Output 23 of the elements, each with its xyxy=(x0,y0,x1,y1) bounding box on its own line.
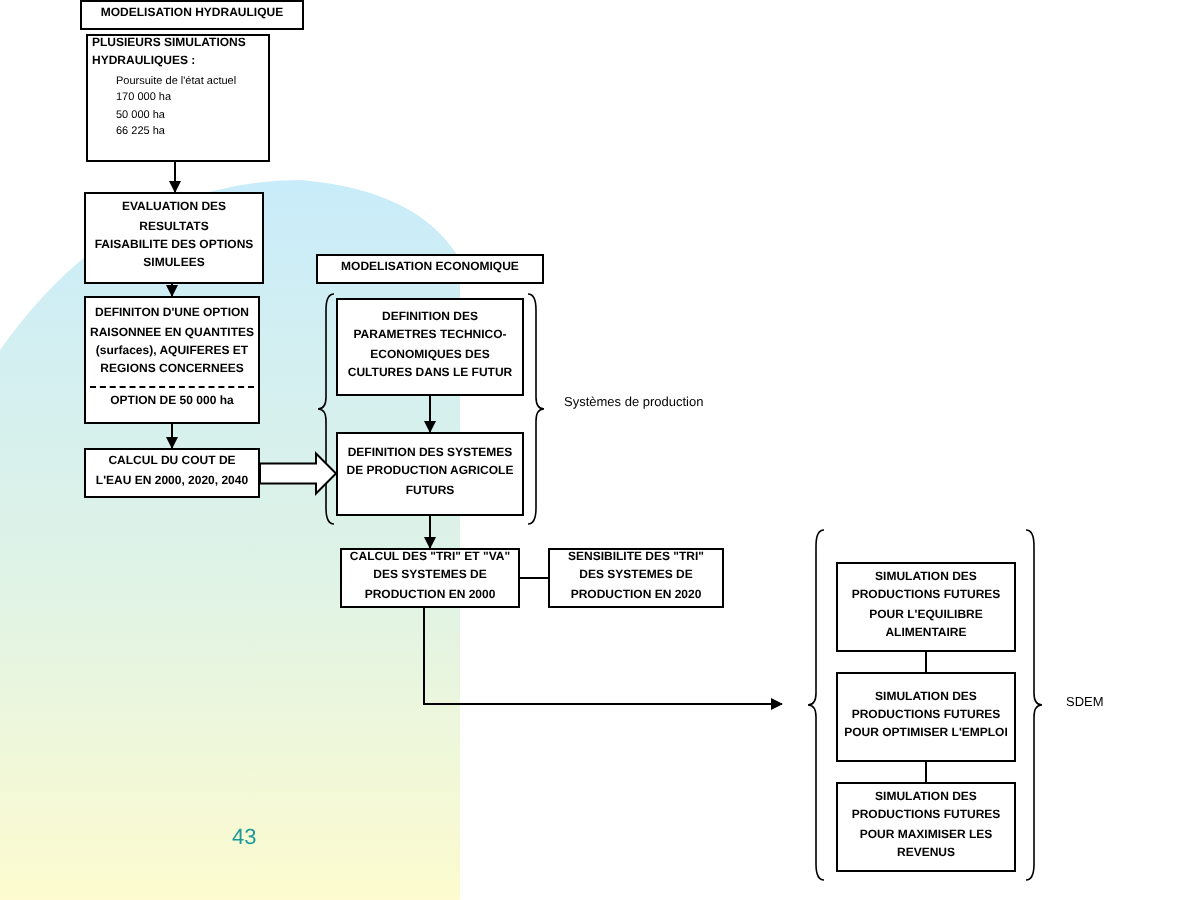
connector-line xyxy=(925,761,927,783)
connector-line xyxy=(925,651,927,673)
process-box xyxy=(548,548,724,608)
process-box xyxy=(80,0,304,30)
arrow xyxy=(424,395,436,433)
arrow xyxy=(423,607,783,710)
block-arrow xyxy=(259,451,338,496)
arrow xyxy=(424,515,436,549)
process-box xyxy=(336,298,524,396)
arrow xyxy=(166,423,178,449)
process-box xyxy=(836,782,1016,872)
process-box xyxy=(86,34,270,162)
connector-line xyxy=(519,577,549,579)
arrow xyxy=(166,283,178,297)
page-number: 43 xyxy=(232,824,257,854)
arrow xyxy=(169,161,181,193)
process-box xyxy=(316,254,544,284)
process-box xyxy=(336,432,524,516)
process-box xyxy=(836,562,1016,652)
process-box xyxy=(84,448,260,498)
process-box xyxy=(836,672,1016,762)
process-box xyxy=(84,296,260,424)
process-box xyxy=(84,192,264,284)
